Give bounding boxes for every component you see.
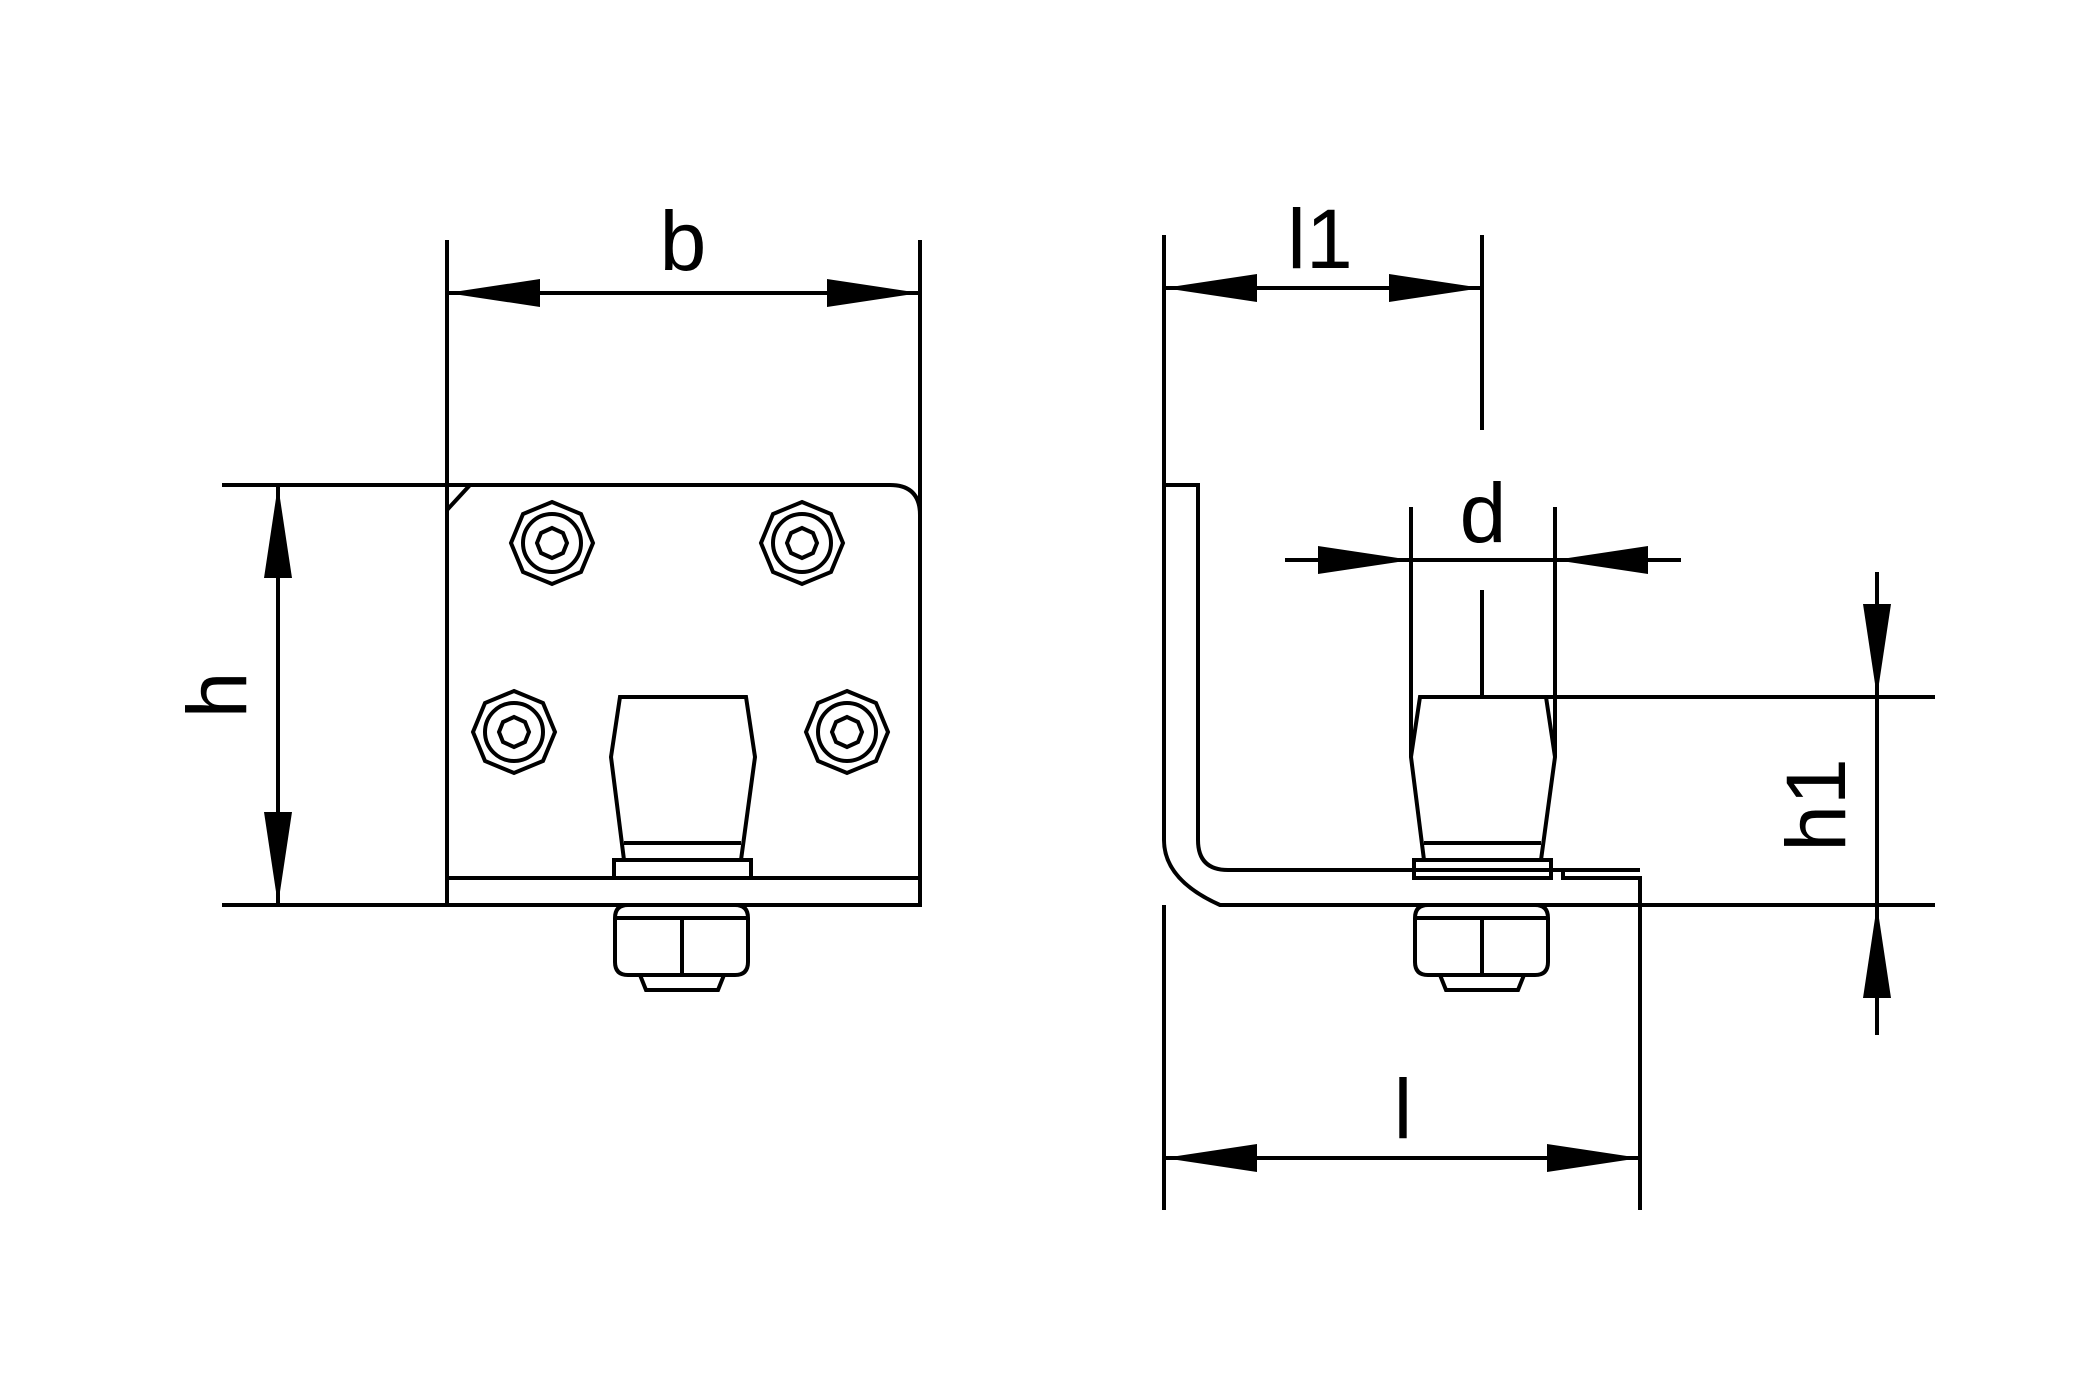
- dimension-l: l: [1162, 878, 1642, 1210]
- front-bolt-bottom-right: [803, 688, 891, 776]
- dim-b-arrow-left: [447, 279, 540, 307]
- side-roller: [1408, 695, 1558, 862]
- dim-h1-arrow-bottom: [1863, 905, 1891, 998]
- side-nut: [1413, 903, 1550, 977]
- dim-l-arrow-right: [1547, 1144, 1640, 1172]
- front-roller: [608, 695, 758, 862]
- front-bolt-top-left: [508, 499, 596, 587]
- dim-h-arrow-top: [264, 485, 292, 578]
- dim-l1-arrow-right: [1389, 274, 1482, 302]
- label-h1: h1: [1769, 758, 1863, 851]
- front-bolt-end: [638, 974, 726, 992]
- dimension-h1: h1: [1546, 572, 1935, 1035]
- label-h: h: [170, 672, 264, 719]
- front-nut: [613, 903, 750, 977]
- front-view: [445, 483, 922, 992]
- label-b: b: [660, 194, 707, 288]
- front-washer: [612, 858, 753, 880]
- dim-h-arrow-bottom: [264, 812, 292, 905]
- dim-d-arrow-right: [1555, 546, 1648, 574]
- label-l: l: [1394, 1062, 1413, 1156]
- dim-l-arrow-left: [1164, 1144, 1257, 1172]
- dim-h1-arrow-top: [1863, 604, 1891, 697]
- dimension-d: d: [1285, 466, 1681, 757]
- dimension-b: b: [445, 194, 922, 515]
- front-plate-corner-chamfer: [445, 483, 472, 512]
- dim-d-arrow-left: [1318, 546, 1411, 574]
- label-d: d: [1460, 466, 1507, 560]
- label-l1: l1: [1287, 192, 1352, 286]
- dim-b-arrow-right: [827, 279, 920, 307]
- dimension-h: h: [170, 483, 447, 907]
- dim-l1-arrow-left: [1164, 274, 1257, 302]
- dimension-l1: l1: [1162, 192, 1484, 485]
- front-bolt-top-right: [758, 499, 846, 587]
- side-washer: [1412, 858, 1553, 880]
- front-bolt-bottom-left: [470, 688, 558, 776]
- side-bolt-end: [1438, 974, 1526, 992]
